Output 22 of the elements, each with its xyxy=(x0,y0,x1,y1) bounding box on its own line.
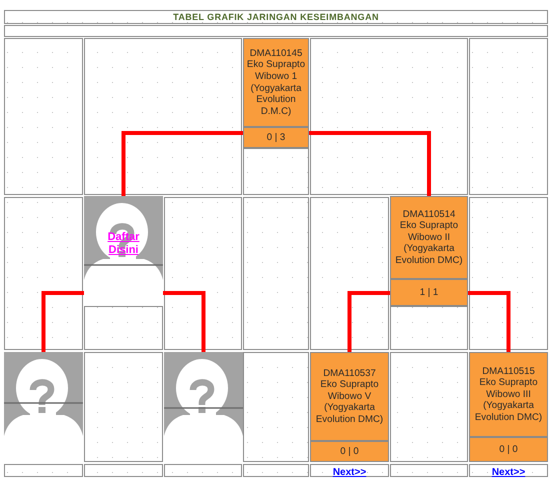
member-info: DMA110145 Eko Suprapto Wibowo 1 (Yogyakarta Evolution D.M.C) xyxy=(246,48,306,118)
register-link: Daftar Disini xyxy=(106,231,140,257)
next-link: Next>> xyxy=(332,467,366,478)
member-info: DMA110515 Eko Suprapto Wibowo III (Yogyakarta Evolution DMC) xyxy=(474,366,544,424)
connector-line xyxy=(309,131,431,196)
diagram-title: TABEL GRAFIK JARINGAN KESEIMBANGAN xyxy=(173,12,379,22)
connector-line xyxy=(348,291,390,352)
connector-line xyxy=(468,291,510,352)
next-link: Next>> xyxy=(492,467,526,478)
count-label: 1 | 1 xyxy=(420,286,438,298)
member-card xyxy=(390,196,468,306)
member-card xyxy=(310,352,389,462)
connector-line xyxy=(42,291,84,352)
member-card xyxy=(243,38,309,148)
connector-line xyxy=(163,291,206,352)
count-label: 0 | 0 xyxy=(340,446,359,458)
member-info: DMA110514 Eko Suprapto Wibowo II (Yogyakarta Evolution DMC) xyxy=(394,208,464,266)
connector-line xyxy=(122,131,243,196)
member-info: DMA110537 Eko Suprapto Wibowo V (Yogyakarta Evolution DMC) xyxy=(314,368,384,426)
member-card xyxy=(469,352,548,462)
count-label: 0 | 0 xyxy=(499,444,518,456)
count-label: 0 | 3 xyxy=(266,132,286,144)
